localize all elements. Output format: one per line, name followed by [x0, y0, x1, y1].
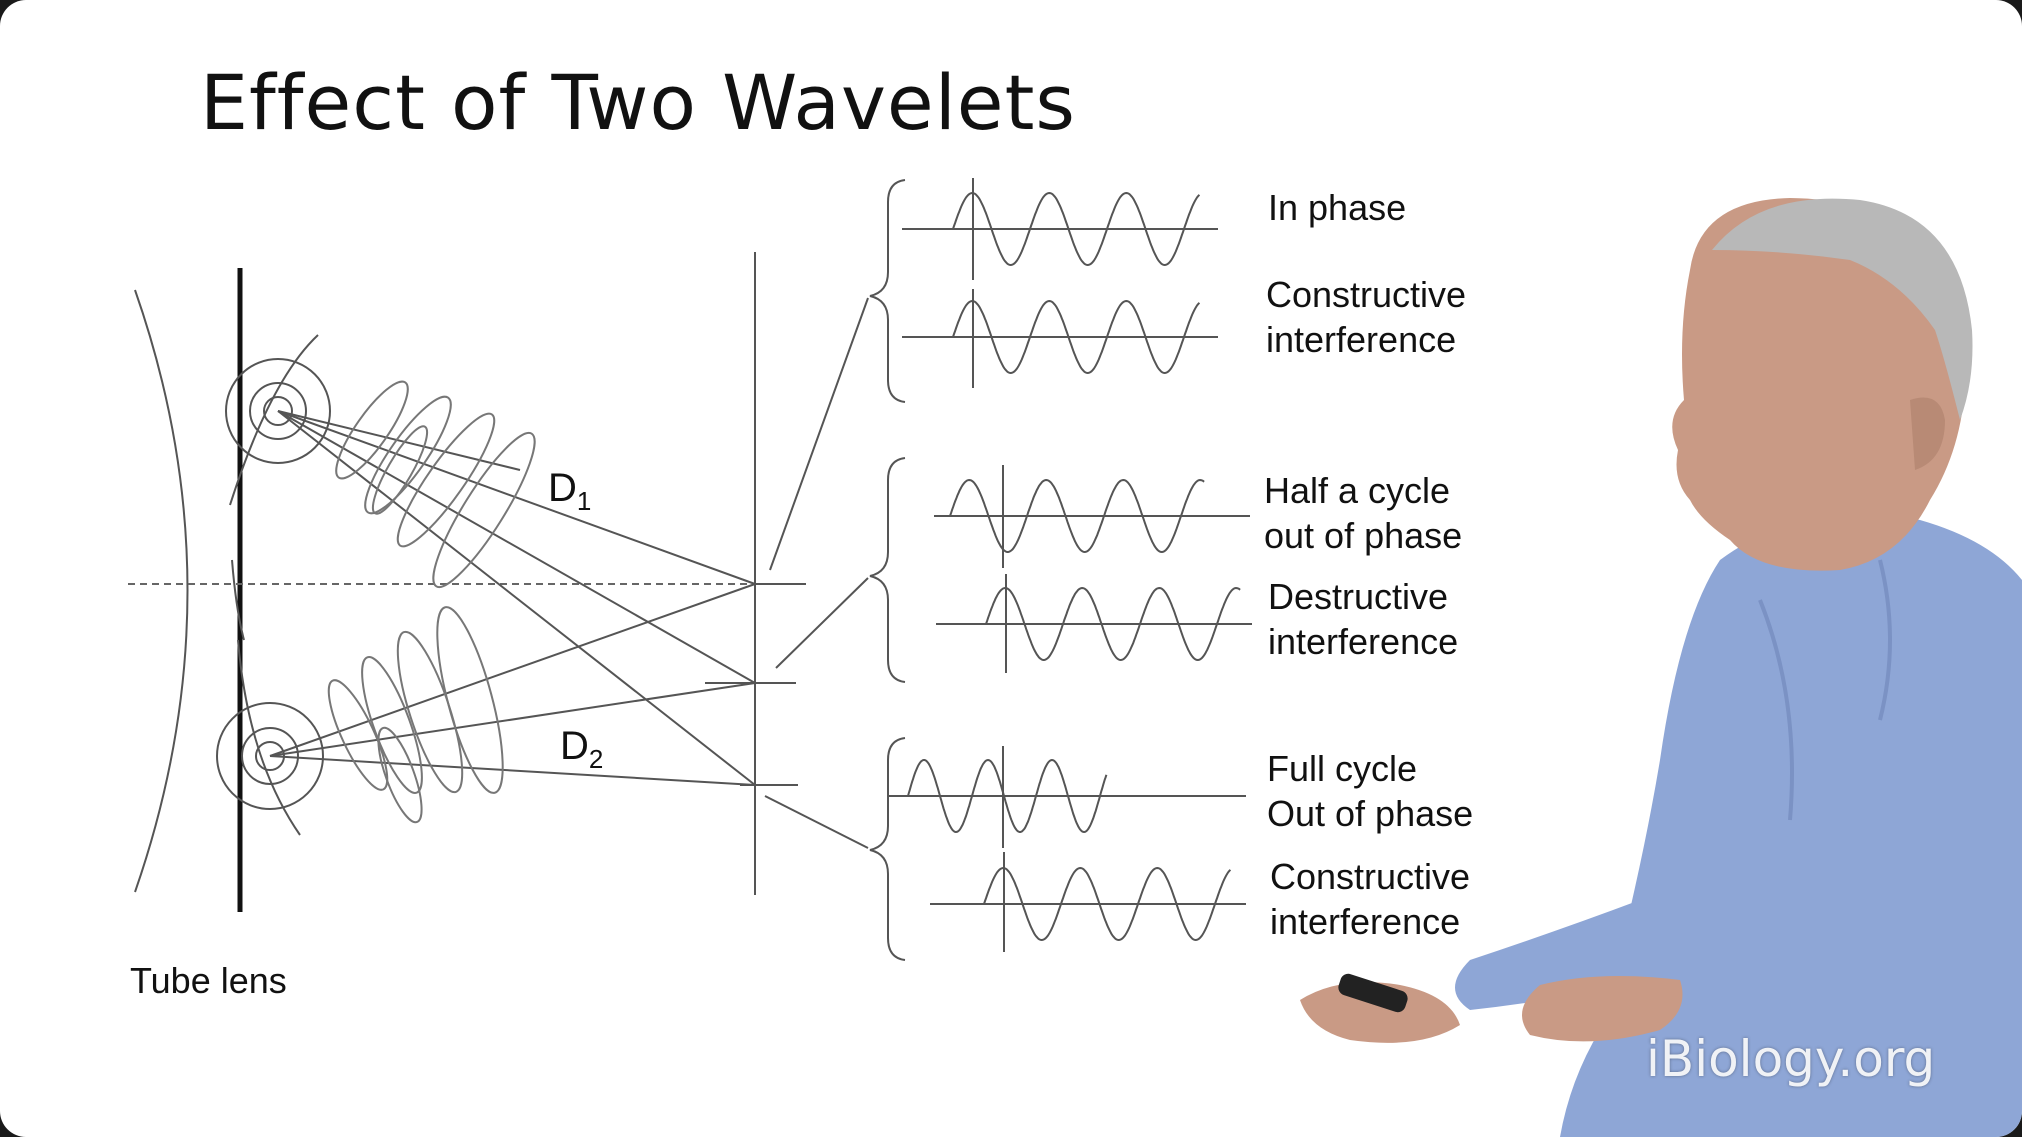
case-half-cycle-result-line1: Destructive	[1268, 576, 1449, 617]
wavelet-train-lower	[327, 606, 504, 824]
wave-full-cycle-a	[907, 758, 1108, 834]
case-half-cycle-result-line2: interference	[1268, 621, 1459, 662]
distance-label-d1: D1	[548, 466, 591, 524]
presenter-hair	[1712, 198, 1973, 420]
case-full-cycle-result-line1: Constructive	[1270, 856, 1471, 897]
tube-lens-shape	[134, 289, 189, 893]
wave-half-cycle-b	[985, 586, 1241, 662]
case-full-cycle-line2: Out of phase	[1267, 793, 1474, 834]
wave-in-phase-a	[952, 191, 1201, 267]
presenter-hands	[1300, 982, 1460, 1043]
tube-lens-label: Tube lens	[130, 960, 287, 1001]
presenter-remote	[1338, 973, 1408, 1013]
d1-subscript: 1	[576, 486, 592, 516]
wave-full-cycle-b	[983, 866, 1232, 942]
slide-title: Effect of Two Wavelets	[200, 58, 1076, 147]
case-full-cycle-result-line2: interference	[1270, 901, 1461, 942]
case-in-phase-label: In phase	[1268, 187, 1407, 228]
d1-letter: D	[548, 466, 577, 510]
wave-in-phase-b	[952, 299, 1201, 375]
case-half-cycle-line2: out of phase	[1264, 515, 1463, 556]
brace-half-cycle	[869, 457, 906, 683]
brace-in-phase	[869, 179, 906, 403]
brace-full-cycle	[869, 737, 906, 961]
case-in-phase-result-line1: Constructive	[1266, 274, 1467, 315]
ibiology-watermark: iBiology.org	[1646, 1030, 1936, 1088]
wavelet-train-upper	[335, 380, 536, 589]
source-upper	[225, 334, 331, 506]
case-full-cycle-line1: Full cycle	[1267, 748, 1418, 789]
d2-subscript: 2	[588, 744, 604, 774]
d2-letter: D	[560, 724, 589, 768]
case-half-cycle-line1: Half a cycle	[1264, 470, 1451, 511]
distance-label-d2: D2	[560, 724, 603, 782]
case-in-phase-result-line2: interference	[1266, 319, 1457, 360]
wave-half-cycle-a	[949, 478, 1205, 554]
presenter-head	[1672, 198, 1966, 571]
